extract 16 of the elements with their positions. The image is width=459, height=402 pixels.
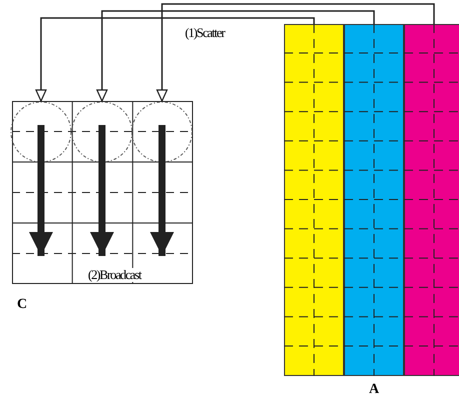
matrix-label: C xyxy=(16,297,28,313)
dashed-circle xyxy=(71,101,133,163)
broadcast-arrow xyxy=(90,125,114,256)
edge-label: (2)Broadcast xyxy=(88,268,141,282)
dashed-circle xyxy=(10,101,72,163)
matrix-column-band xyxy=(284,24,344,376)
step-label: (1)Scatter xyxy=(185,26,224,40)
scatter-arrow xyxy=(35,17,315,102)
matrix-column-band xyxy=(344,24,404,376)
scatter-arrow xyxy=(96,10,375,102)
matrix-label: A xyxy=(368,382,380,398)
broadcast-arrow xyxy=(29,125,53,256)
broadcast-arrow xyxy=(150,125,174,256)
matrix-column-band xyxy=(404,24,459,376)
scatter-arrow xyxy=(156,3,435,102)
dashed-circle xyxy=(131,101,193,163)
